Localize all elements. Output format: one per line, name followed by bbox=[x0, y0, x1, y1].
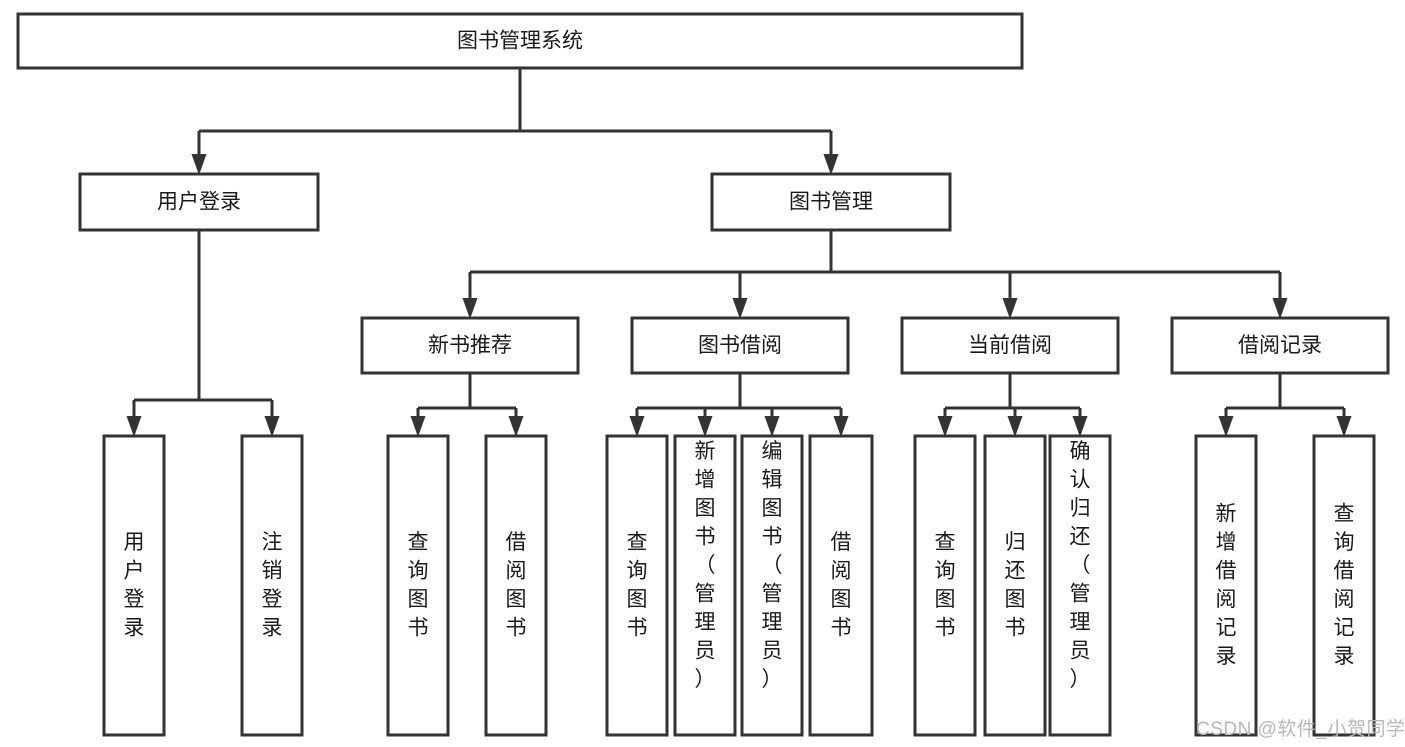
node-leaf-edit-book[interactable]: 编辑图书（管理员） bbox=[740, 434, 804, 737]
arrow-head-icon bbox=[126, 416, 142, 437]
node-leaf-borrow-book[interactable]: 借阅图书 bbox=[808, 434, 874, 737]
node-box-current-borrow[interactable] bbox=[900, 316, 1120, 375]
node-label-new-book-rec: 新书推荐 bbox=[428, 334, 512, 357]
node-label-user-login: 用户登录 bbox=[157, 191, 241, 214]
arrow-head-icon bbox=[833, 416, 849, 437]
node-label-leaf-return-book: 归还图书 bbox=[1005, 531, 1026, 640]
node-leaf-query-book-rec[interactable]: 查询图书 bbox=[386, 434, 450, 737]
node-leaf-query-book-cur[interactable]: 查询图书 bbox=[913, 434, 977, 737]
arrow-head-icon bbox=[191, 154, 207, 175]
arrow-head-icon bbox=[1218, 416, 1234, 437]
node-box-leaf-query-record[interactable] bbox=[1312, 434, 1376, 737]
node-leaf-add-book[interactable]: 新增图书（管理员） bbox=[673, 434, 737, 737]
node-box-leaf-query-book-cur[interactable] bbox=[913, 434, 977, 737]
node-new-book-rec[interactable]: 新书推荐 bbox=[360, 316, 580, 375]
node-box-new-book-rec[interactable] bbox=[360, 316, 580, 375]
node-borrow-record[interactable]: 借阅记录 bbox=[1170, 316, 1390, 375]
node-leaf-logout[interactable]: 注销登录 bbox=[240, 434, 304, 737]
node-box-leaf-user-login[interactable] bbox=[102, 434, 166, 737]
node-root[interactable]: 图书管理系统 bbox=[16, 12, 1024, 70]
node-box-book-borrow[interactable] bbox=[630, 316, 850, 375]
node-book-manage[interactable]: 图书管理 bbox=[710, 172, 952, 232]
node-box-leaf-add-book[interactable] bbox=[673, 434, 737, 737]
node-label-leaf-query-record: 查询借阅记录 bbox=[1334, 503, 1355, 669]
arrow-head-icon bbox=[410, 416, 426, 437]
arrow-head-icon bbox=[1272, 298, 1288, 319]
node-box-book-manage[interactable] bbox=[710, 172, 952, 232]
node-label-leaf-borrow-book-rec: 借阅图书 bbox=[506, 531, 527, 640]
arrow-head-icon bbox=[1007, 416, 1023, 437]
node-box-borrow-record[interactable] bbox=[1170, 316, 1390, 375]
arrow-head-icon bbox=[508, 416, 524, 437]
node-user-login[interactable]: 用户登录 bbox=[78, 172, 320, 232]
node-box-leaf-add-record[interactable] bbox=[1194, 434, 1258, 737]
node-label-book-borrow: 图书借阅 bbox=[698, 334, 782, 357]
node-leaf-borrow-book-rec[interactable]: 借阅图书 bbox=[484, 434, 548, 737]
connector-group-book-borrow bbox=[629, 373, 849, 437]
node-label-leaf-borrow-book: 借阅图书 bbox=[831, 531, 852, 640]
connector-group-new-book-rec bbox=[410, 373, 524, 437]
node-label-leaf-add-book: 新增图书（管理员） bbox=[695, 440, 716, 691]
node-box-leaf-query-book-rec[interactable] bbox=[386, 434, 450, 737]
arrow-head-icon bbox=[823, 154, 839, 175]
node-box-leaf-borrow-book-rec[interactable] bbox=[484, 434, 548, 737]
connector-group-borrow-record bbox=[1218, 373, 1352, 437]
arrow-head-icon bbox=[937, 416, 953, 437]
node-box-user-login[interactable] bbox=[78, 172, 320, 232]
node-label-leaf-query-book-rec: 查询图书 bbox=[408, 531, 429, 640]
node-label-leaf-logout: 注销登录 bbox=[262, 531, 283, 640]
arrow-head-icon bbox=[1072, 416, 1088, 437]
node-leaf-query-book-borrow[interactable]: 查询图书 bbox=[605, 434, 669, 737]
node-leaf-confirm-return[interactable]: 确认归还（管理员） bbox=[1048, 434, 1112, 737]
node-leaf-query-record[interactable]: 查询借阅记录 bbox=[1312, 434, 1376, 737]
connectors-layer bbox=[126, 68, 1352, 437]
node-label-leaf-user-login: 用户登录 bbox=[124, 531, 145, 640]
node-book-borrow[interactable]: 图书借阅 bbox=[630, 316, 850, 375]
node-leaf-return-book[interactable]: 归还图书 bbox=[983, 434, 1047, 737]
node-label-current-borrow: 当前借阅 bbox=[968, 334, 1052, 357]
arrow-head-icon bbox=[764, 416, 780, 437]
arrow-head-icon bbox=[264, 416, 280, 437]
node-box-leaf-logout[interactable] bbox=[240, 434, 304, 737]
node-box-leaf-return-book[interactable] bbox=[983, 434, 1047, 737]
node-label-book-manage: 图书管理 bbox=[789, 191, 873, 214]
node-label-root: 图书管理系统 bbox=[457, 30, 583, 53]
arrow-head-icon bbox=[697, 416, 713, 437]
arrow-head-icon bbox=[1336, 416, 1352, 437]
node-box-leaf-confirm-return[interactable] bbox=[1048, 434, 1112, 737]
node-label-leaf-query-book-borrow: 查询图书 bbox=[627, 531, 648, 640]
node-leaf-add-record[interactable]: 新增借阅记录 bbox=[1194, 434, 1258, 737]
connector-group-root bbox=[191, 68, 839, 175]
arrow-head-icon bbox=[629, 416, 645, 437]
connector-group-current-borrow bbox=[937, 373, 1088, 437]
node-label-leaf-query-book-cur: 查询图书 bbox=[935, 531, 956, 640]
node-label-borrow-record: 借阅记录 bbox=[1238, 334, 1322, 357]
arrow-head-icon bbox=[732, 298, 748, 319]
node-box-leaf-borrow-book[interactable] bbox=[808, 434, 874, 737]
arrow-head-icon bbox=[462, 298, 478, 319]
connector-group-book-manage bbox=[462, 230, 1288, 319]
node-box-root[interactable] bbox=[16, 12, 1024, 70]
node-leaf-user-login[interactable]: 用户登录 bbox=[102, 434, 166, 737]
connector-group-user-login bbox=[126, 230, 280, 437]
node-label-leaf-confirm-return: 确认归还（管理员） bbox=[1070, 440, 1091, 691]
arrow-head-icon bbox=[1002, 298, 1018, 319]
node-box-leaf-edit-book[interactable] bbox=[740, 434, 804, 737]
node-current-borrow[interactable]: 当前借阅 bbox=[900, 316, 1120, 375]
nodes-layer: 图书管理系统用户登录图书管理新书推荐图书借阅当前借阅借阅记录用户登录注销登录查询… bbox=[16, 12, 1390, 737]
node-label-leaf-add-record: 新增借阅记录 bbox=[1216, 503, 1237, 669]
node-box-leaf-query-book-borrow[interactable] bbox=[605, 434, 669, 737]
node-label-leaf-edit-book: 编辑图书（管理员） bbox=[762, 440, 783, 691]
